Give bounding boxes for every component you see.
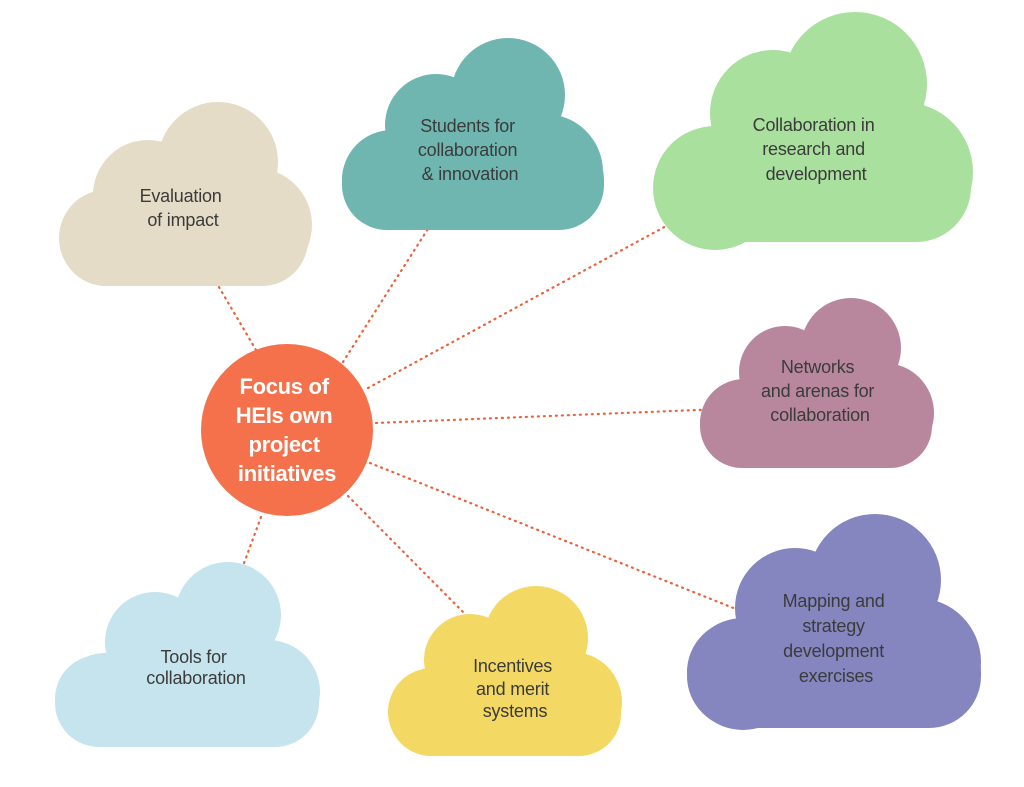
connectors [204, 204, 758, 624]
cloud-incentives-shape [388, 586, 622, 756]
cloud-research-shape [653, 12, 973, 250]
cloud-networks-shape [700, 298, 934, 468]
connector-evaluation [204, 263, 258, 352]
cloud-students: Students for collaboration & innovation [342, 38, 604, 230]
cloud-incentives: Incentives and merit systems [388, 586, 622, 756]
cloud-tools: Tools for collaboration [55, 562, 320, 747]
center-hub: Focus of HEIs own project initiatives [201, 344, 373, 516]
cloud-networks: Networks and arenas for collaboration [700, 298, 934, 468]
cloud-networks-label: Networks and arenas for collaboration [761, 357, 879, 425]
cloud-mapping: Mapping and strategy development exercis… [687, 514, 981, 730]
cloud-tools-label: Tools for collaboration [146, 647, 245, 688]
cloud-research-label: Collaboration in research and developmen… [753, 115, 880, 184]
cloud-evaluation: Evaluation of impact [59, 102, 312, 286]
cloud-mapping-label: Mapping and strategy development exercis… [783, 591, 890, 686]
cloud-mapping-shape [687, 514, 981, 730]
center-hub-label: Focus of HEIs own project initiatives [236, 374, 338, 486]
cloud-tools-shape [55, 562, 320, 747]
connector-incentives [346, 494, 475, 624]
center-hub-circle [201, 344, 373, 516]
cloud-evaluation-label: Evaluation of impact [140, 186, 227, 230]
cloud-evaluation-shape [59, 102, 312, 286]
cloud-research: Collaboration in research and developmen… [653, 12, 973, 250]
cloud-students-label: Students for collaboration & innovation [418, 116, 522, 184]
connector-students [341, 208, 442, 364]
cloud-incentives-label: Incentives and merit systems [473, 656, 557, 721]
connector-research [366, 204, 705, 390]
connector-networks [374, 407, 724, 425]
cloud-students-shape [342, 38, 604, 230]
